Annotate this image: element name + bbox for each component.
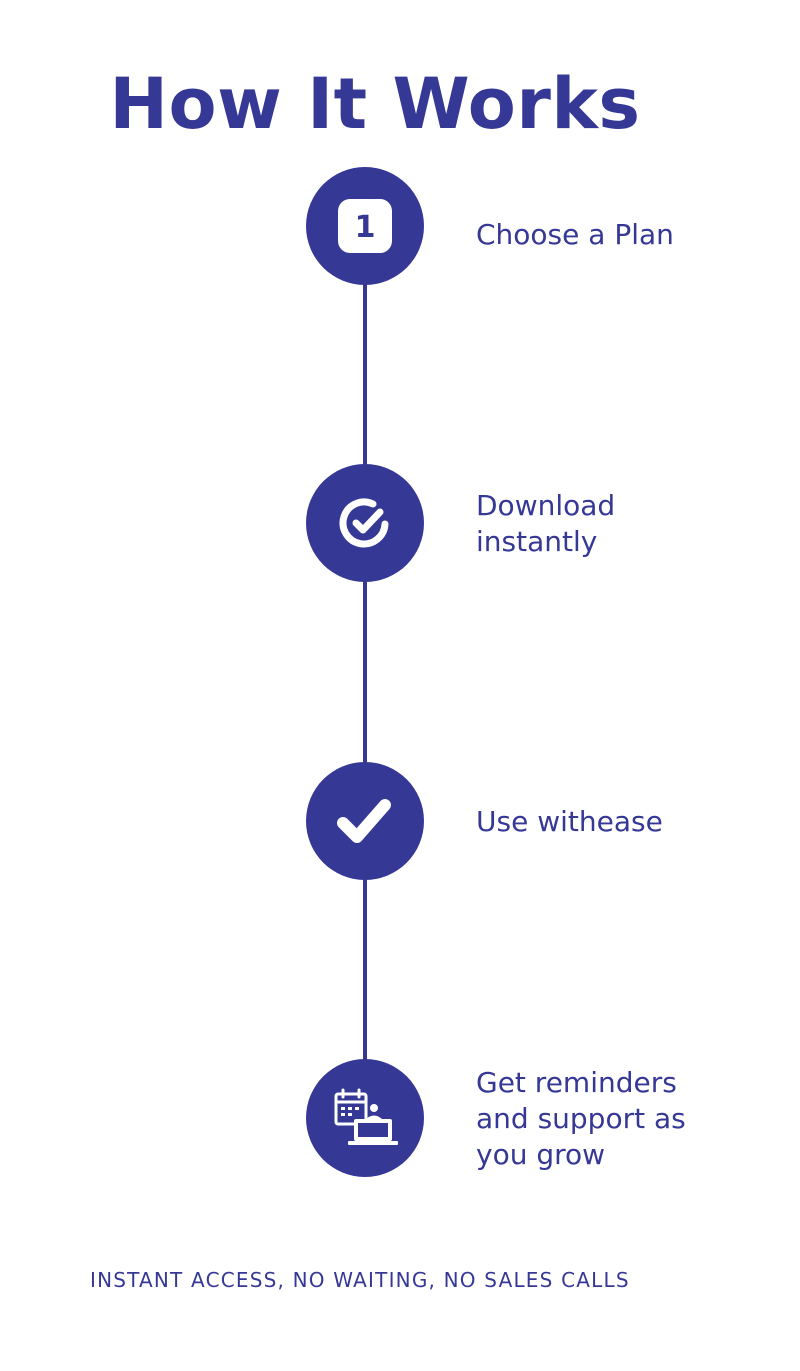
step-1-circle: 1 — [306, 167, 424, 285]
page-title: How It Works — [109, 63, 641, 145]
timeline-connector-line — [363, 226, 367, 1118]
step-1-label: Choose a Plan — [476, 218, 674, 251]
number-one-badge-icon: 1 — [338, 199, 392, 253]
circular-check-icon — [339, 498, 389, 548]
checkmark-icon — [337, 799, 391, 843]
step-3-label: Use withease — [476, 805, 663, 838]
step-2-label: Download instantly — [476, 489, 616, 558]
step-2-circle — [306, 464, 424, 582]
step-3-circle — [306, 762, 424, 880]
step-4-circle — [306, 1059, 424, 1177]
badge-number: 1 — [355, 210, 376, 245]
step-4-label: Get reminders and support as you grow — [476, 1066, 686, 1171]
calendar-laptop-icon — [334, 1088, 398, 1145]
footer-tagline: INSTANT ACCESS, NO WAITING, NO SALES CAL… — [90, 1268, 630, 1292]
